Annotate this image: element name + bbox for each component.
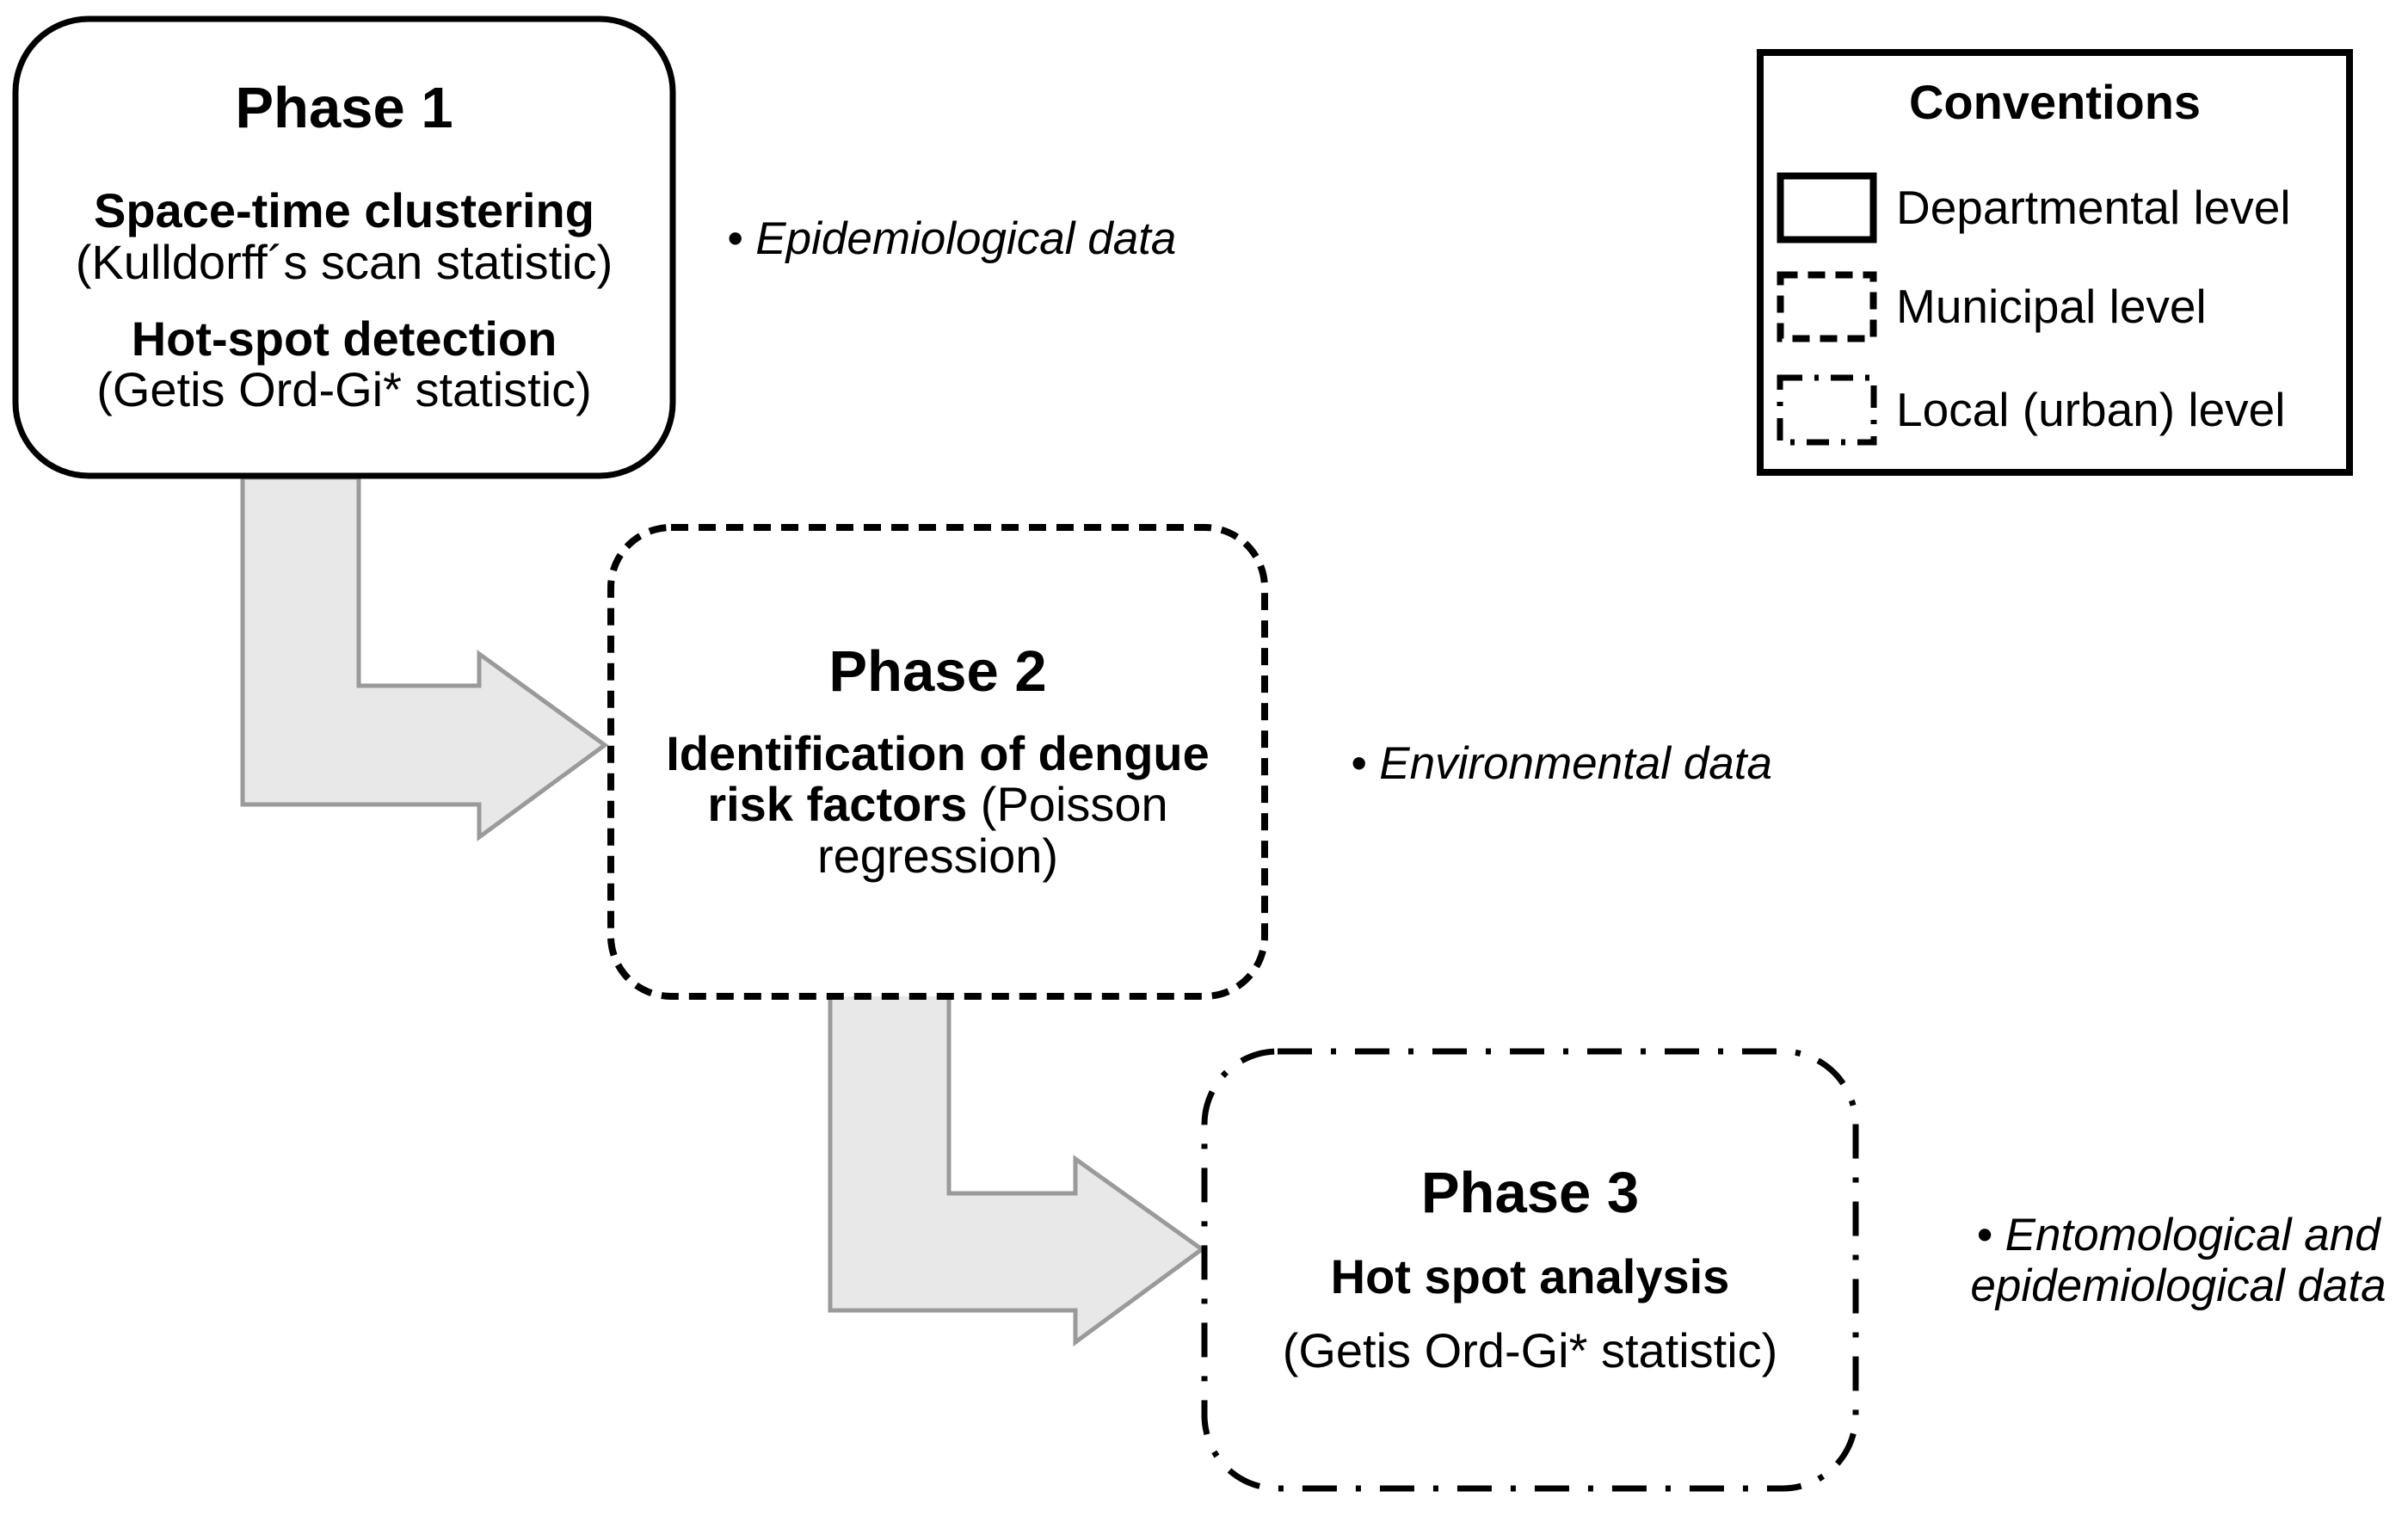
flow-arrow-phase2-to-phase3 [828,991,1206,1347]
legend-item-label: Departmental level [1896,181,2291,234]
phase2-box: Phase 2 Identification of dengue risk fa… [611,527,1265,996]
legend-item-label: Local (urban) level [1896,383,2286,436]
phase3-box: Phase 3 Hot spot analysis (Getis Ord-Gi*… [1204,1051,1856,1488]
phase2-box-border [607,524,1268,1000]
phase2-step-label: Identification of dengue risk factors [666,725,1210,832]
phase1-data-annotation: • Epidemiological data [727,213,1177,264]
phase2-data-annotation: • Environmental data [1351,738,1772,789]
dash-dot-border-swatch-icon [1777,374,1877,446]
phase3-data-annotation: • Entomological and epidemiological data [1949,1210,2408,1312]
phase1-box: Phase 1 Space-time clustering (Kulldorff… [15,19,673,476]
legend-item-label: Municipal level [1896,280,2207,333]
phase3-box-border [1201,1048,1859,1492]
flow-arrow-phase1-to-phase2 [240,475,609,841]
phase1-title: Phase 1 [235,76,453,141]
phase2-step-method: (Poisson regression) [816,777,1168,883]
solid-border-swatch-icon [1777,172,1877,243]
phase3-data-annotation-line2: epidemiological data [1970,1260,2386,1312]
phase1-step2-label: Hot-spot detection [131,311,557,366]
phase1-step-clustering: Space-time clustering (Kulldorff´s scan … [76,185,613,287]
conventions-legend: Conventions Departmental level Municipal… [1757,49,2353,476]
phase1-step2-method: (Getis Ord-Gi* statistic) [96,362,592,417]
legend-title: Conventions [1908,75,2202,129]
phase1-step-hotspot: Hot-spot detection (Getis Ord-Gi* statis… [96,313,592,416]
phase3-step-label: Hot spot analysis [1330,1249,1730,1304]
phase2-body: Identification of dengue risk factors (P… [654,728,1222,881]
phase3-data-annotation-line1: • Entomological and [1976,1210,2380,1260]
phase1-step1-label: Space-time clustering [94,183,594,238]
legend-item-departmental: Departmental level [1777,172,2291,243]
dashed-border-swatch-icon [1777,271,1877,342]
phase1-step1-method: (Kulldorff´s scan statistic) [75,234,613,289]
phase2-title: Phase 2 [828,638,1047,704]
legend-item-municipal: Municipal level [1777,271,2207,342]
phase3-title: Phase 3 [1420,1161,1640,1226]
legend-item-local-urban: Local (urban) level [1777,374,2285,446]
phase3-step-method: (Getis Ord-Gi* statistic) [1282,1322,1778,1377]
phase1-box-border [12,15,676,479]
